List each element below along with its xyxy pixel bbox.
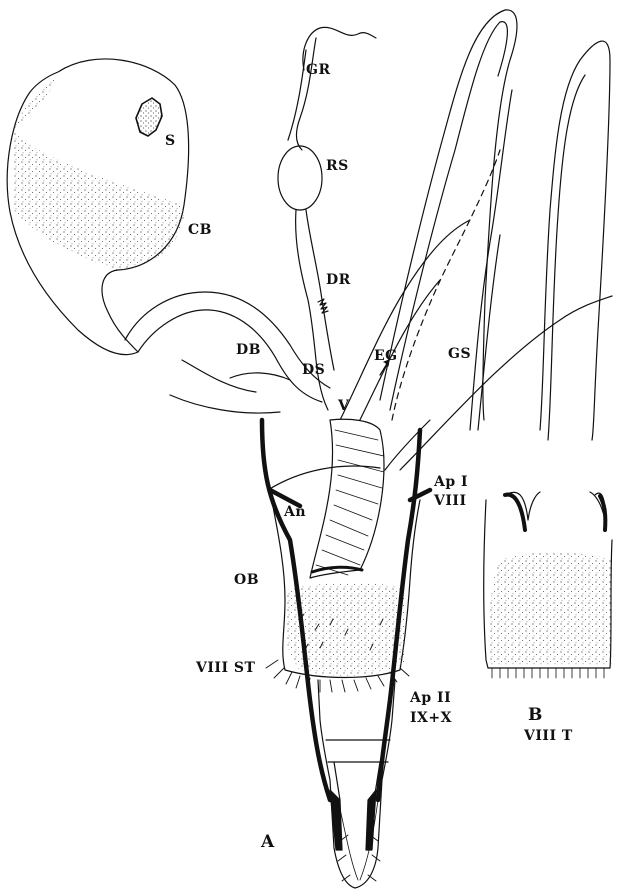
label-dr: DR <box>326 272 351 288</box>
label-s: S <box>165 133 176 149</box>
ductus-bursae <box>125 292 330 413</box>
label-ix-x: IX+X <box>410 710 452 726</box>
label-cb: CB <box>188 222 212 238</box>
antrum <box>310 419 384 578</box>
label-ds: DS <box>302 362 325 378</box>
ovipositor <box>318 680 395 888</box>
panel-a-label: A <box>261 832 275 852</box>
label-an: An <box>284 504 306 520</box>
label-viii-st: VIII ST <box>196 660 255 676</box>
accessory-glands <box>380 10 610 440</box>
label-gr: GR <box>306 62 331 78</box>
corpus-bursae <box>7 59 188 355</box>
label-viii-t: VIII T <box>524 728 573 744</box>
panel-b-tergite <box>484 492 612 678</box>
label-viii: VIII <box>434 493 467 509</box>
label-eg: EG <box>374 348 398 364</box>
label-ob: OB <box>234 572 259 588</box>
label-gs: GS <box>448 346 471 362</box>
signum <box>136 98 162 136</box>
label-rs: RS <box>326 158 349 174</box>
label-db: DB <box>236 342 261 358</box>
label-ap-ii: Ap II <box>410 690 451 706</box>
panel-b-label: B <box>528 705 543 725</box>
label-v: V <box>338 398 349 414</box>
ductus-receptaculi <box>278 27 376 410</box>
label-ap-i: Ap I <box>434 474 468 490</box>
